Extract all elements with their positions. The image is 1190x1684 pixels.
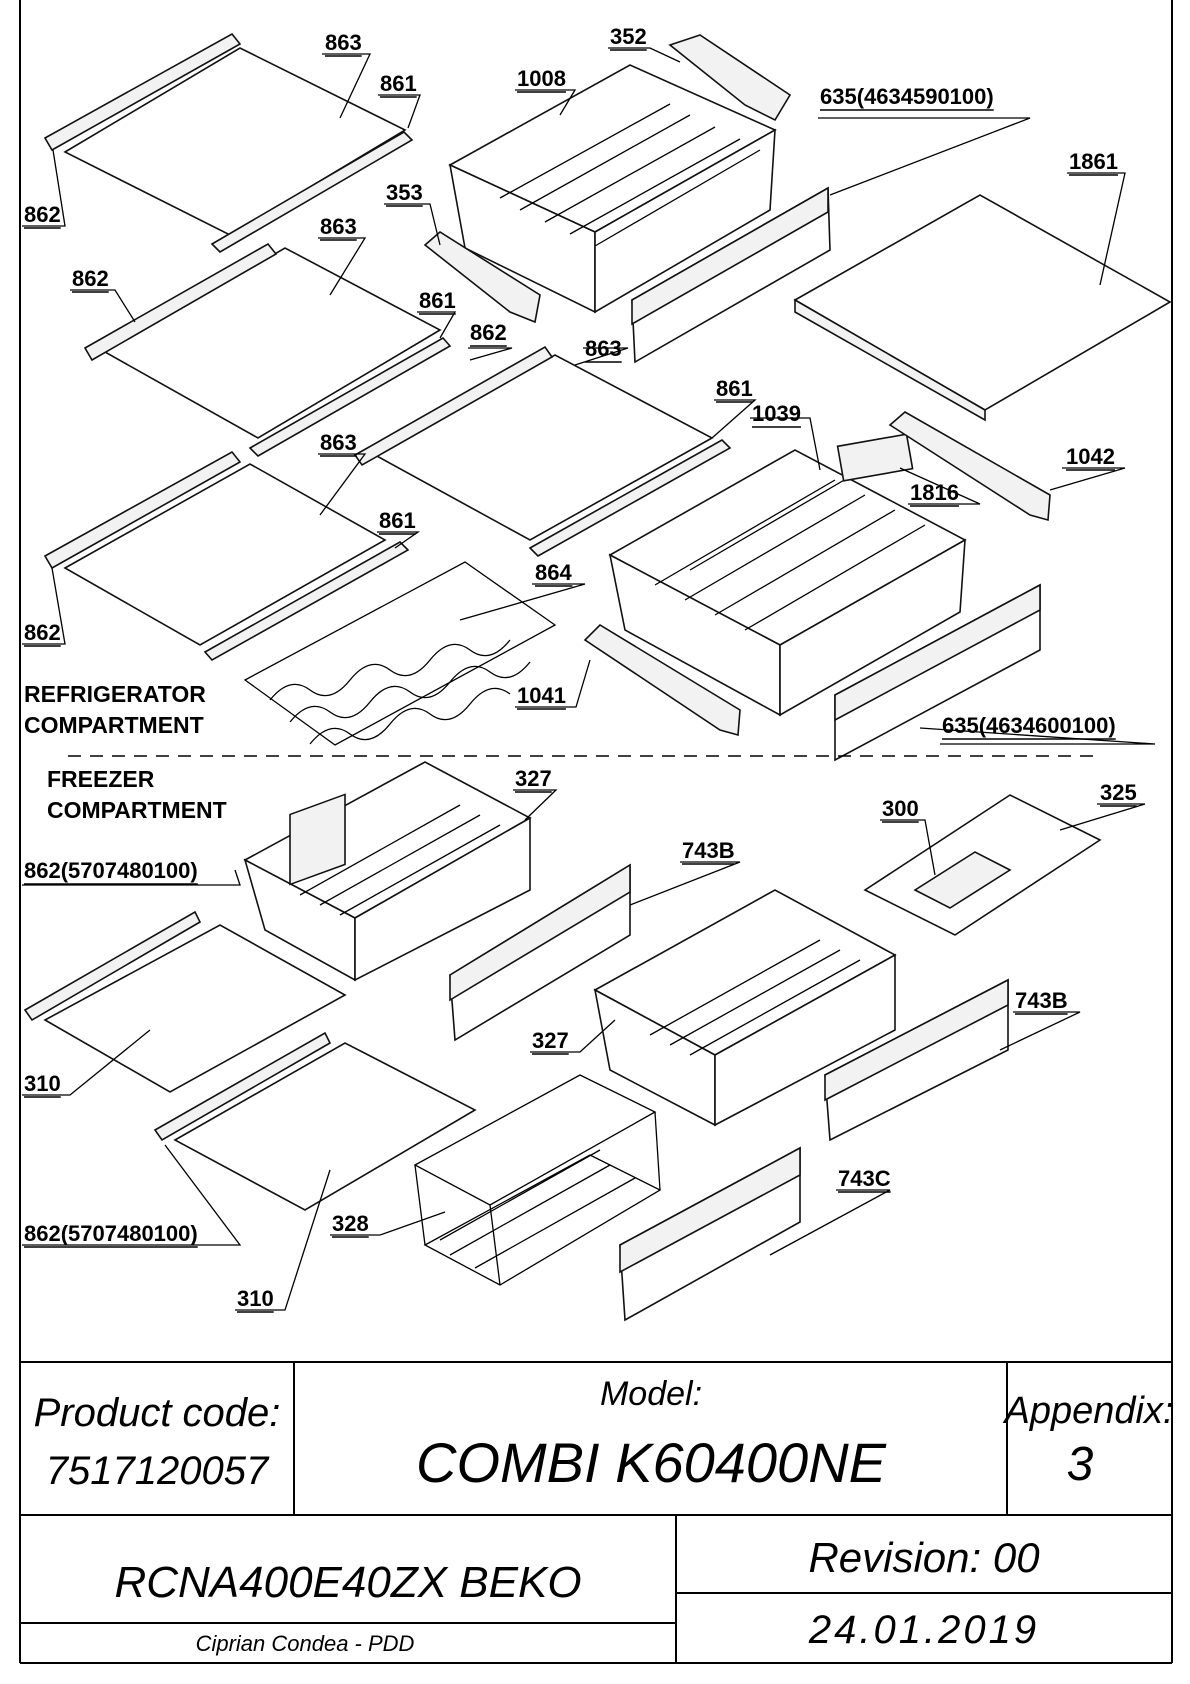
- callout-310: 310: [24, 1071, 61, 1096]
- drawer-rail-352: [668, 34, 792, 122]
- callout-1042: 1042: [1066, 444, 1115, 469]
- callout-327: 327: [515, 766, 552, 791]
- refrigerator-label-line1: REFRIGERATOR: [24, 681, 206, 707]
- appendix-value: 3: [1067, 1438, 1094, 1491]
- drawer-rail-1041: [583, 623, 741, 737]
- callout-1861: 1861: [1069, 149, 1118, 174]
- callout-743c: 743C: [838, 1166, 891, 1191]
- drawer-front-743c: [619, 1146, 801, 1322]
- callout-861: 861: [419, 288, 456, 313]
- drawer-front-743b-a: [449, 863, 631, 1042]
- callout-1041: 1041: [517, 683, 566, 708]
- callout-328: 328: [332, 1211, 369, 1236]
- callout-861: 861: [379, 508, 416, 533]
- callout-862: 862(5707480100): [24, 858, 198, 883]
- callout-labels: 863 861 862 863 862 861 863 861 862 864 …: [24, 24, 1137, 1313]
- cover-shelf-1861: [793, 194, 1172, 422]
- callout-310: 310: [237, 1286, 274, 1311]
- callout-1039: 1039: [752, 401, 801, 426]
- freezer-glass-shelf-310-a: [23, 910, 347, 1093]
- callout-863: 863: [325, 30, 362, 55]
- callout-863: 863: [585, 336, 622, 361]
- title-block: Product code: 7517120057 Model: COMBI K6…: [20, 1361, 1174, 1663]
- product-name: RCNA400E40ZX BEKO: [114, 1558, 581, 1607]
- callout-1816: 1816: [910, 480, 959, 505]
- callout-863: 863: [320, 214, 357, 239]
- freezer-label-line1: FREEZER: [47, 766, 155, 792]
- appendix-label: Appendix:: [1002, 1390, 1173, 1432]
- callout-327: 327: [532, 1028, 569, 1053]
- callout-635: 635(4634590100): [820, 84, 994, 109]
- model-value: COMBI K60400NE: [416, 1431, 887, 1494]
- callout-352: 352: [610, 24, 647, 49]
- callout-862: 862(5707480100): [24, 1221, 198, 1246]
- callout-743b: 743B: [1015, 988, 1068, 1013]
- callout-863: 863: [320, 430, 357, 455]
- freezer-drawer-327-b: [593, 889, 897, 1127]
- callout-862: 862: [72, 266, 109, 291]
- model-label: Model:: [600, 1375, 702, 1413]
- callout-861: 861: [716, 376, 753, 401]
- drawer-rail-1042: [888, 411, 1051, 522]
- product-code-value: 7517120057: [46, 1449, 270, 1493]
- wine-rack: [243, 561, 557, 746]
- callout-862: 862: [470, 320, 507, 345]
- freezer-label-line2: COMPARTMENT: [47, 797, 227, 823]
- callout-861: 861: [380, 71, 417, 96]
- callout-635: 635(4634600100): [942, 713, 1116, 738]
- date: 24.01.2019: [808, 1608, 1039, 1652]
- product-code-label: Product code:: [34, 1391, 281, 1435]
- crisper-drawer-1039: [608, 433, 967, 717]
- freezer-glass-shelf-310-b: [153, 1031, 477, 1211]
- freezer-drawer-327-a: [243, 761, 532, 982]
- author: Ciprian Condea - PDD: [196, 1631, 415, 1656]
- glass-shelf-b: [83, 242, 452, 457]
- callout-300: 300: [882, 796, 919, 821]
- crisper-drawer-1008: [448, 64, 777, 314]
- drawer-front-743b-b: [824, 978, 1009, 1142]
- drawer-front-635-a: [631, 186, 831, 364]
- callout-1008: 1008: [517, 66, 566, 91]
- leader-lines: [22, 47, 1156, 1311]
- callout-864: 864: [535, 560, 572, 585]
- ice-cube-tray-300: [913, 851, 1012, 909]
- glass-shelf-d: [353, 345, 732, 557]
- callout-325: 325: [1100, 780, 1137, 805]
- wire-basket-328: [413, 1074, 662, 1286]
- drawer-front-635-b: [834, 583, 1041, 762]
- ice-tray-325: [863, 794, 1102, 936]
- label-1816: [836, 433, 914, 482]
- glass-shelf-a: [43, 32, 414, 254]
- glass-shelf-c: [43, 450, 410, 662]
- callout-862: 862: [24, 620, 61, 645]
- refrigerator-label-line2: COMPARTMENT: [24, 712, 204, 738]
- callout-353: 353: [386, 180, 423, 205]
- revision: Revision: 00: [808, 1534, 1040, 1581]
- callout-743b: 743B: [682, 838, 735, 863]
- callout-862: 862: [24, 202, 61, 227]
